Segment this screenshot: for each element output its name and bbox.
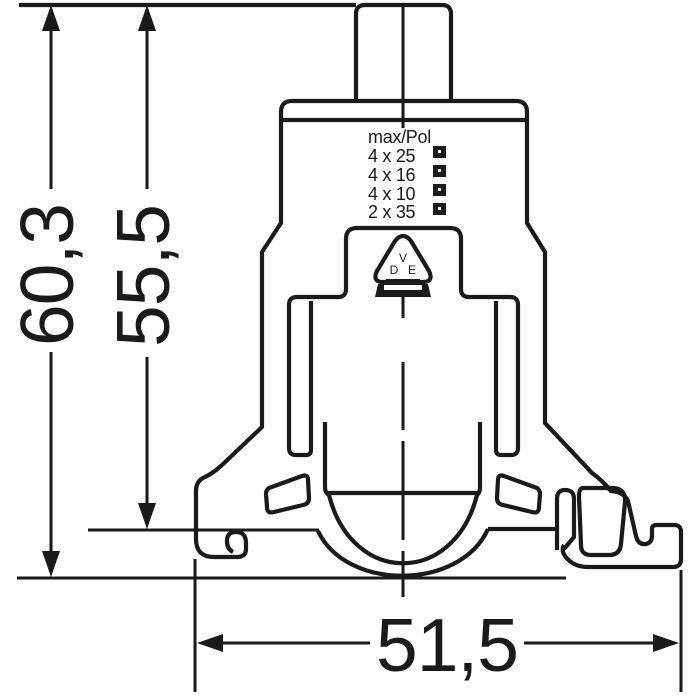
spec-row-3: 4 x 10 <box>368 184 416 204</box>
dimension-width-base: 51,5 <box>193 559 683 692</box>
spec-header: max/Pol <box>368 127 431 147</box>
dimension-height-body: 55,5 <box>101 5 185 529</box>
dim-arrow-down <box>42 551 60 577</box>
pole-marker-dot <box>438 169 441 172</box>
pole-marker-dot <box>438 188 441 191</box>
dimension-height-total: 60,3 <box>5 5 89 577</box>
vde-letter-d: D <box>390 263 399 277</box>
base-slot-right <box>494 473 543 515</box>
body-right-outline-and-clip <box>292 98 684 570</box>
base-slot-left <box>263 473 312 515</box>
vde-pedestal-slot <box>384 285 422 290</box>
dim-label-60-3: 60,3 <box>5 204 89 346</box>
vde-letter-e: E <box>408 263 416 277</box>
dim-arrow-up <box>138 5 156 31</box>
clip-window <box>576 485 628 558</box>
clip-finger <box>554 487 577 551</box>
dim-arrow-down <box>138 503 156 529</box>
dim-label-51-5: 51,5 <box>376 603 518 687</box>
pole-marker-squares <box>433 146 446 215</box>
spec-row-1: 4 x 25 <box>368 146 416 166</box>
pole-marker-dot <box>438 150 441 153</box>
body-left-outline-and-foot <box>193 98 293 560</box>
dim-ext-lines-51-5 <box>193 559 683 692</box>
pole-marker-dot <box>438 207 441 210</box>
dim-label-55-5: 55,5 <box>101 205 185 347</box>
vde-letter-v: V <box>399 251 407 265</box>
dim-arrow-right <box>653 634 679 652</box>
vde-triangle <box>373 233 433 285</box>
dim-arrow-up <box>42 5 60 31</box>
spec-row-2: 4 x 16 <box>368 165 416 185</box>
marking-panel-and-channels <box>286 225 521 458</box>
dim-arrow-left <box>197 634 223 652</box>
spec-row-4: 2 x 35 <box>368 202 416 222</box>
